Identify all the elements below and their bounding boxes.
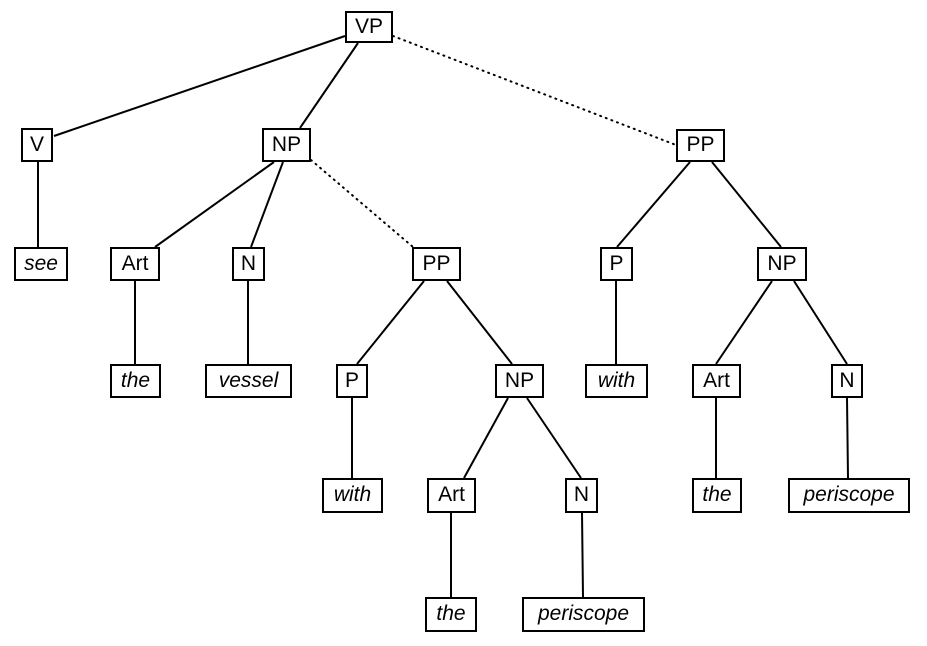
tree-leaf-vessel: vessel	[205, 364, 292, 398]
tree-edge-np_right-to-art_right	[715, 280, 773, 365]
tree-edge-n_right-to-persc_r	[846, 397, 849, 479]
tree-node-pp_mid: PP	[412, 247, 461, 281]
node-label: P	[344, 368, 359, 392]
node-label: vessel	[218, 368, 279, 392]
tree-edge-pp_right-to-np_right	[711, 161, 782, 248]
node-label: with	[597, 368, 636, 392]
tree-node-np_mid: NP	[495, 364, 544, 398]
tree-node-np_right: NP	[757, 247, 807, 281]
tree-leaf-see: see	[14, 247, 68, 281]
node-label: N	[240, 251, 257, 275]
edge-layer	[37, 35, 849, 598]
tree-edge-n_mid-to-persc_m	[581, 512, 584, 598]
node-label: the	[702, 483, 732, 506]
node-label: P	[609, 251, 624, 275]
tree-edge-np_mid-to-art_mid	[463, 397, 509, 479]
node-label: see	[24, 251, 58, 275]
node-label: the	[436, 602, 466, 625]
tree-node-art_right: Art	[692, 364, 741, 398]
tree-node-n_right: N	[831, 364, 863, 398]
tree-node-n_mid: N	[565, 478, 598, 513]
node-label: PP	[686, 133, 715, 156]
tree-edge-vp-to-np1	[299, 42, 359, 129]
tree-leaf-persc_r: periscope	[788, 478, 910, 513]
tree-node-art_mid: Art	[427, 478, 476, 513]
tree-node-art1: Art	[110, 247, 160, 281]
tree-edge-np1-to-art1	[154, 161, 275, 248]
node-label: periscope	[803, 483, 895, 506]
node-label: periscope	[537, 602, 630, 625]
tree-edge-vp-to-pp_right	[392, 35, 677, 146]
tree-leaf-persc_m: periscope	[522, 597, 645, 632]
node-label: VP	[354, 14, 383, 38]
tree-node-p_right: P	[600, 247, 633, 281]
tree-edge-np1-to-n1	[250, 161, 284, 248]
node-label: NP	[504, 368, 535, 392]
tree-leaf-with_r: with	[585, 364, 648, 398]
node-label: the	[120, 368, 151, 392]
tree-edge-pp_mid-to-p_mid	[356, 280, 425, 365]
node-label: V	[29, 132, 44, 156]
tree-edge-vp-to-v	[53, 35, 346, 137]
tree-leaf-the1: the	[110, 364, 161, 398]
tree-node-np1: NP	[262, 128, 311, 162]
node-label: NP	[767, 251, 797, 275]
tree-edge-pp_right-to-p_right	[616, 161, 691, 248]
tree-node-p_mid: P	[336, 364, 368, 398]
tree-node-pp_right: PP	[676, 129, 725, 162]
tree-node-v: V	[21, 128, 53, 162]
tree-node-vp: VP	[345, 11, 393, 43]
tree-edge-np1-to-pp_mid	[310, 159, 414, 248]
node-label: with	[333, 483, 372, 506]
node-label: PP	[422, 251, 451, 275]
node-label: Art	[121, 251, 149, 275]
tree-leaf-the_m: the	[425, 597, 477, 632]
node-label: Art	[438, 483, 465, 506]
node-label: N	[839, 368, 855, 392]
tree-leaf-with_m: with	[322, 478, 383, 513]
node-label: NP	[271, 132, 302, 156]
node-label: N	[573, 483, 590, 506]
tree-leaf-the_r: the	[692, 478, 742, 513]
tree-node-n1: N	[232, 247, 265, 281]
tree-edge-pp_mid-to-np_mid	[446, 280, 513, 365]
tree-edge-np_mid-to-n_mid	[526, 397, 582, 479]
tree-edge-np_right-to-n_right	[793, 280, 848, 365]
node-label: Art	[703, 368, 730, 392]
